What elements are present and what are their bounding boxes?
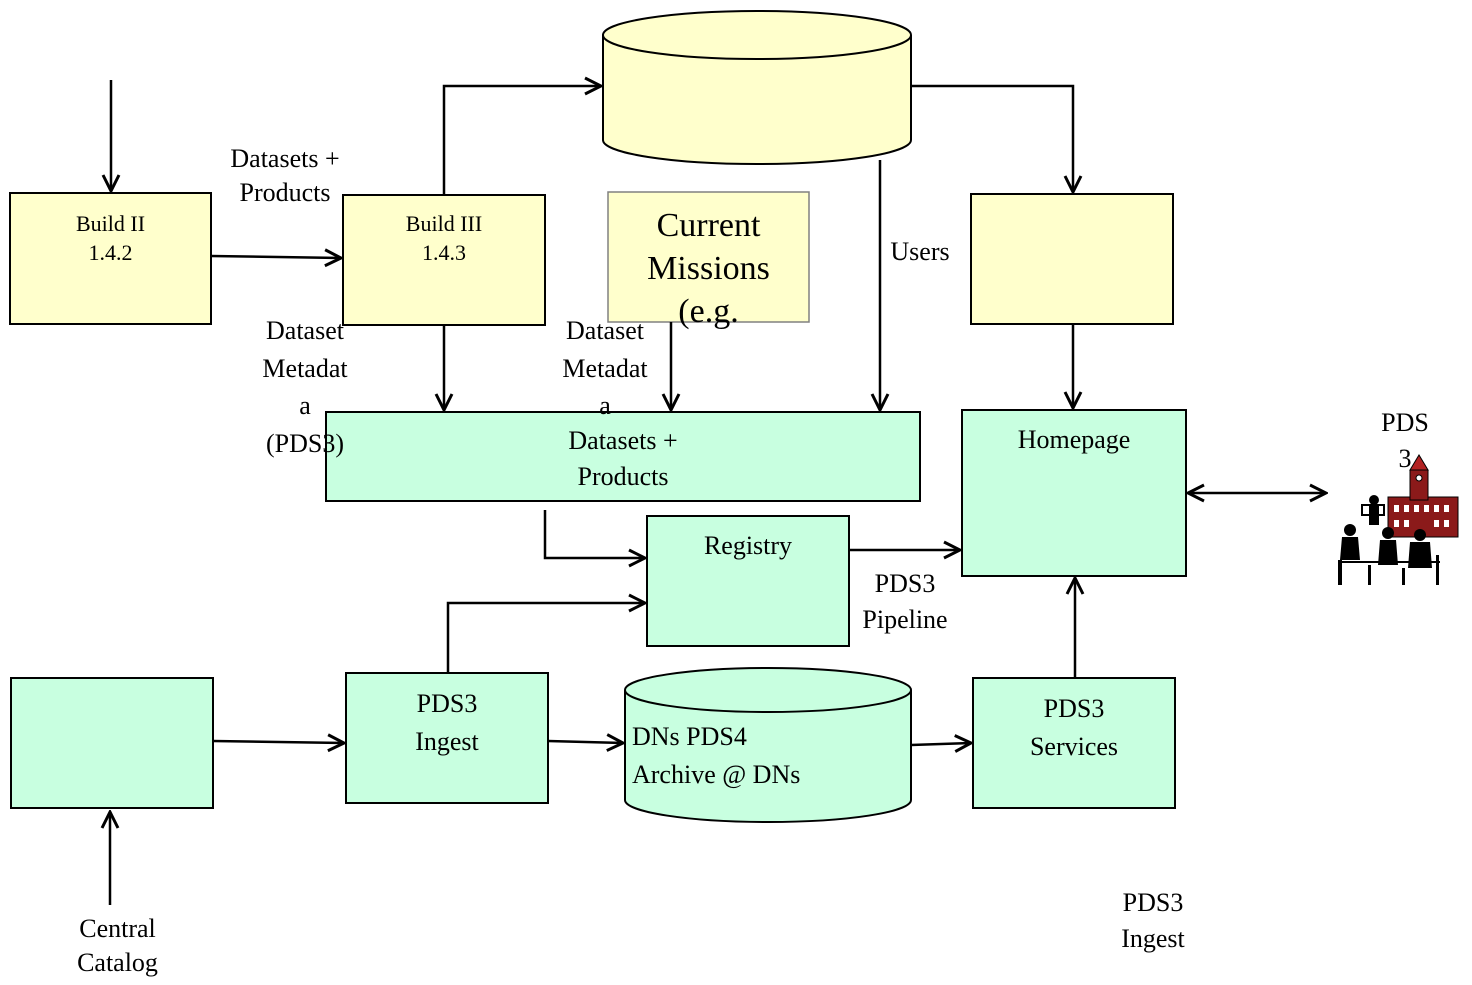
arrow-build3-to-db bbox=[442, 86, 601, 195]
build-2-label: Build II 1.4.2 bbox=[75, 211, 146, 265]
archive-label: DNs PDS4 Archive @ DNs bbox=[632, 722, 801, 789]
users-label: Users bbox=[890, 237, 950, 266]
homepage-label: Homepage bbox=[1017, 425, 1131, 454]
dataset-metadata-right-label: Dataset Metadat a bbox=[562, 316, 648, 421]
current-missions-label: Current Missions (e.g. bbox=[647, 207, 770, 331]
datasets-products-edge-label: Datasets + Products bbox=[230, 144, 340, 207]
left-green-box bbox=[10, 677, 214, 809]
arrow-left-box-to-ingest bbox=[212, 741, 344, 743]
connectors bbox=[110, 80, 1326, 905]
archive-database bbox=[624, 667, 912, 823]
building-with-people-icon bbox=[1338, 454, 1459, 585]
registry-label: Registry bbox=[703, 531, 793, 560]
pds3-ingest-label: PDS3 Ingest bbox=[415, 689, 479, 756]
arrow-datasets-to-registry bbox=[543, 510, 645, 558]
arrow-ingest-to-registry bbox=[446, 603, 645, 673]
pds3-services-label: PDS3 Services bbox=[1029, 694, 1119, 761]
pds3-top-right-label: PDS 3 bbox=[1381, 408, 1429, 474]
arrow-ingest-to-archive bbox=[547, 741, 623, 743]
top-database bbox=[602, 10, 912, 165]
arrow-build2-to-build3 bbox=[210, 256, 341, 258]
pds3-services-box bbox=[972, 677, 1176, 809]
arrow-archive-to-services bbox=[910, 743, 971, 745]
central-catalog-label: Central Catalog bbox=[77, 914, 158, 977]
pds3-ingest-bottom-label: PDS3 Ingest bbox=[1121, 888, 1185, 954]
dataset-metadata-left-label: Dataset Metadat a (PDS3) bbox=[262, 316, 348, 459]
current-missions-box bbox=[607, 191, 810, 323]
datasets-products-label: Datasets + Products bbox=[568, 426, 678, 492]
pds3-pipeline-label: PDS3 Pipeline bbox=[862, 569, 948, 635]
arrow-db-to-right-box bbox=[911, 84, 1073, 192]
build-2-box bbox=[9, 192, 212, 325]
datasets-products-box bbox=[325, 411, 921, 502]
registry-box bbox=[646, 515, 850, 647]
pds3-ingest-box bbox=[345, 672, 549, 804]
homepage-box bbox=[961, 409, 1187, 577]
build-3-label: Build III 1.4.3 bbox=[405, 211, 483, 265]
right-yellow-box bbox=[970, 193, 1174, 325]
